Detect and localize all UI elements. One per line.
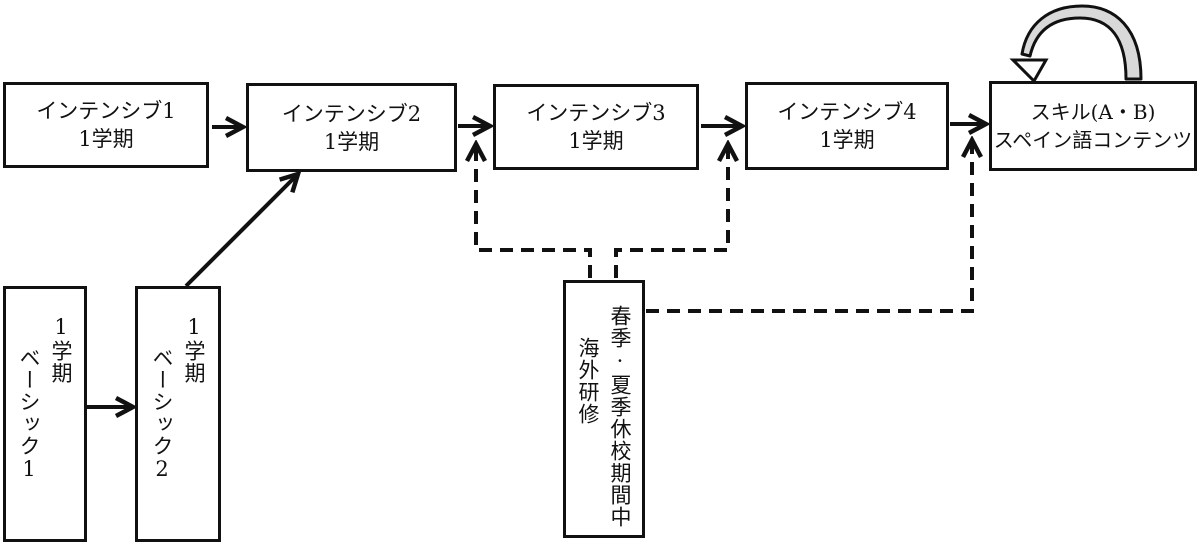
intensive-3-box: インテンシブ3 1学期 xyxy=(493,84,699,170)
skill-title: スキル(A・B) xyxy=(1030,100,1156,124)
overseas-training-title: 海外研修 xyxy=(576,337,600,425)
intensive-4-term: 1学期 xyxy=(819,128,875,152)
overseas-training-period: 春季·夏季休校期間中 xyxy=(608,305,632,528)
intensive-4-title: インテンシブ4 xyxy=(777,100,917,124)
skill-box: スキル(A・B) スペイン語コンテンツ xyxy=(989,81,1197,171)
dashed-arrow-overseas-to-skill xyxy=(646,140,972,313)
dashed-arrow-overseas-to-intensive3 xyxy=(476,144,592,278)
basic-1-title: ベーシック1 xyxy=(17,346,41,482)
basic-2-term: 1学期 xyxy=(182,315,206,384)
basic-2-box: ベーシック2 1学期 xyxy=(135,286,221,542)
skill-subtitle: スペイン語コンテンツ xyxy=(993,128,1193,152)
intensive-1-title: インテンシブ1 xyxy=(36,99,176,123)
basic-1-box: ベーシック1 1学期 xyxy=(3,286,87,542)
intensive-1-term: 1学期 xyxy=(78,127,134,151)
arrow-basic2-to-intensive2 xyxy=(184,174,298,288)
intensive-3-title: インテンシブ3 xyxy=(526,101,666,125)
intensive-1-box: インテンシブ1 1学期 xyxy=(3,82,209,168)
intensive-4-box: インテンシブ4 1学期 xyxy=(745,82,949,170)
skill-self-loop-arrow xyxy=(1009,4,1143,84)
overseas-training-box: 海外研修 春季·夏季休校期間中 xyxy=(563,280,645,538)
intensive-2-box: インテンシブ2 1学期 xyxy=(246,83,457,172)
intensive-3-term: 1学期 xyxy=(568,129,624,153)
basic-1-term: 1学期 xyxy=(49,315,73,384)
dashed-arrow-overseas-to-intensive4 xyxy=(614,144,728,278)
basic-2-title: ベーシック2 xyxy=(150,346,174,482)
intensive-2-term: 1学期 xyxy=(323,129,380,154)
intensive-2-title: インテンシブ2 xyxy=(281,101,422,126)
